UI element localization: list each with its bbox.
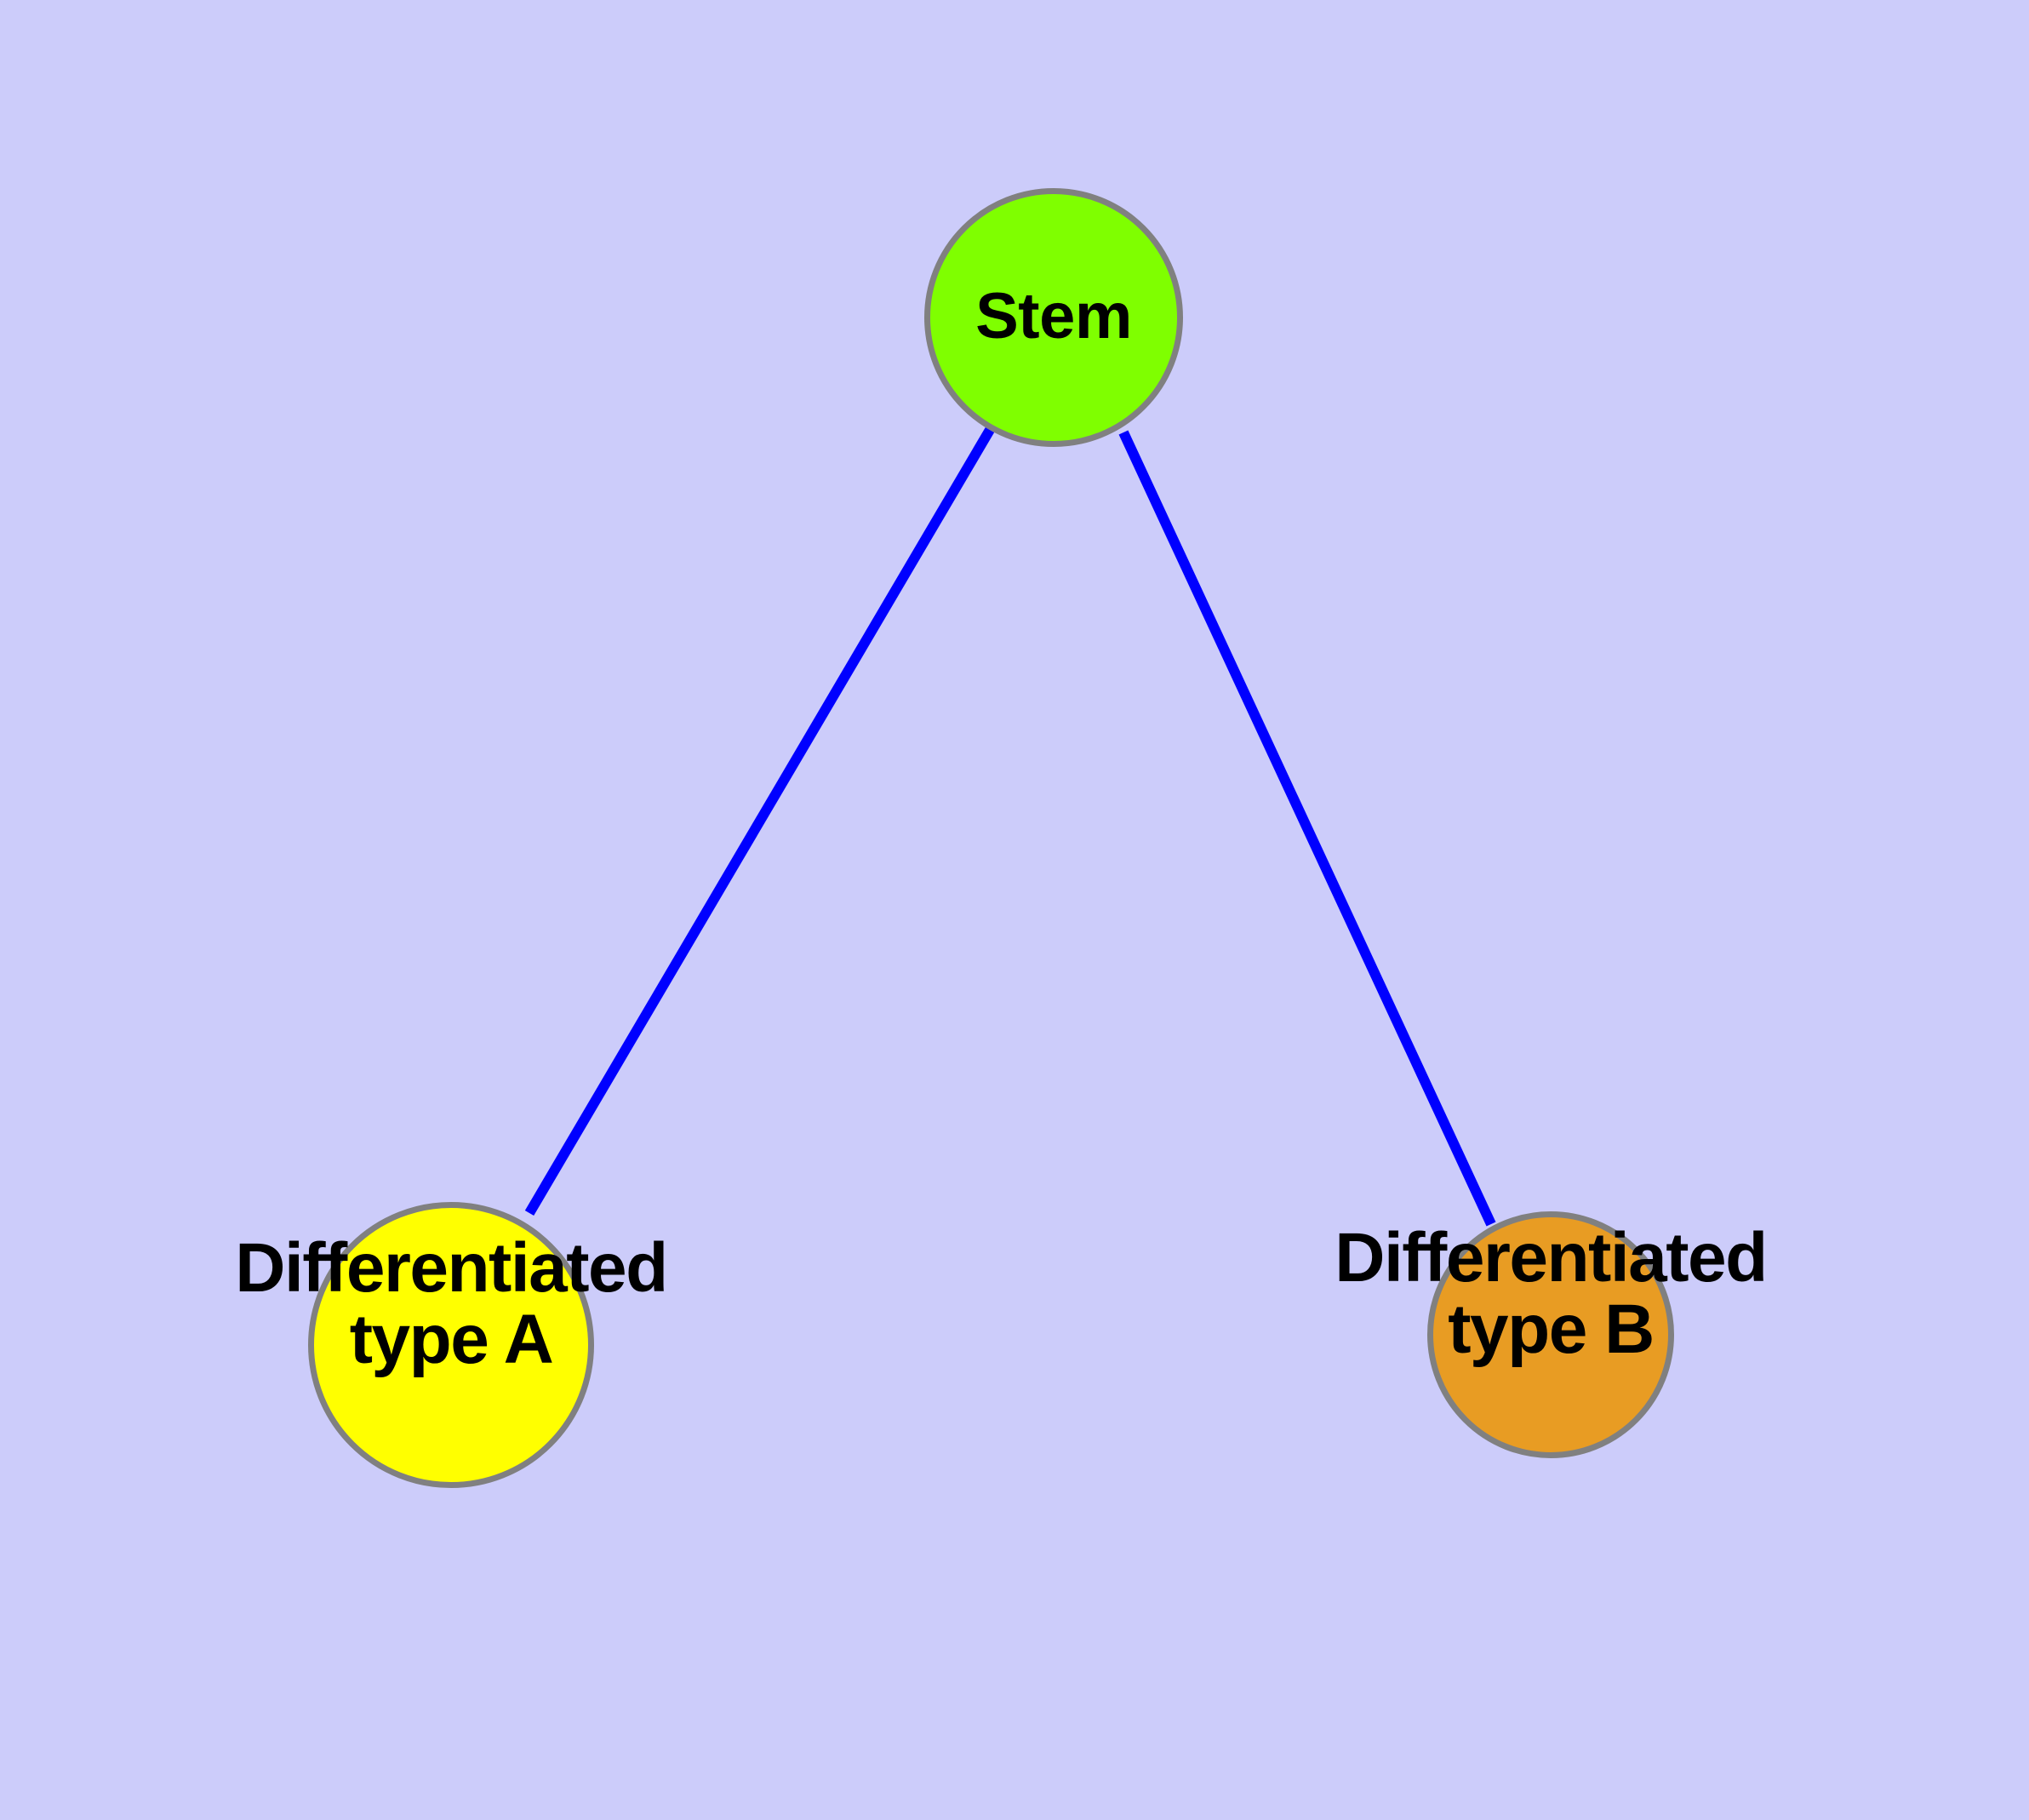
node-stem[interactable] xyxy=(924,188,1183,447)
edge-stem-to-differentiated-type-a[interactable] xyxy=(524,426,995,1216)
node-differentiated-type-a[interactable] xyxy=(308,1202,594,1488)
edge-stem-to-differentiated-type-b[interactable] xyxy=(1118,430,1496,1227)
node-differentiated-type-b[interactable] xyxy=(1427,1211,1674,1458)
edge-layer xyxy=(524,426,1496,1227)
node-layer xyxy=(308,188,1674,1488)
